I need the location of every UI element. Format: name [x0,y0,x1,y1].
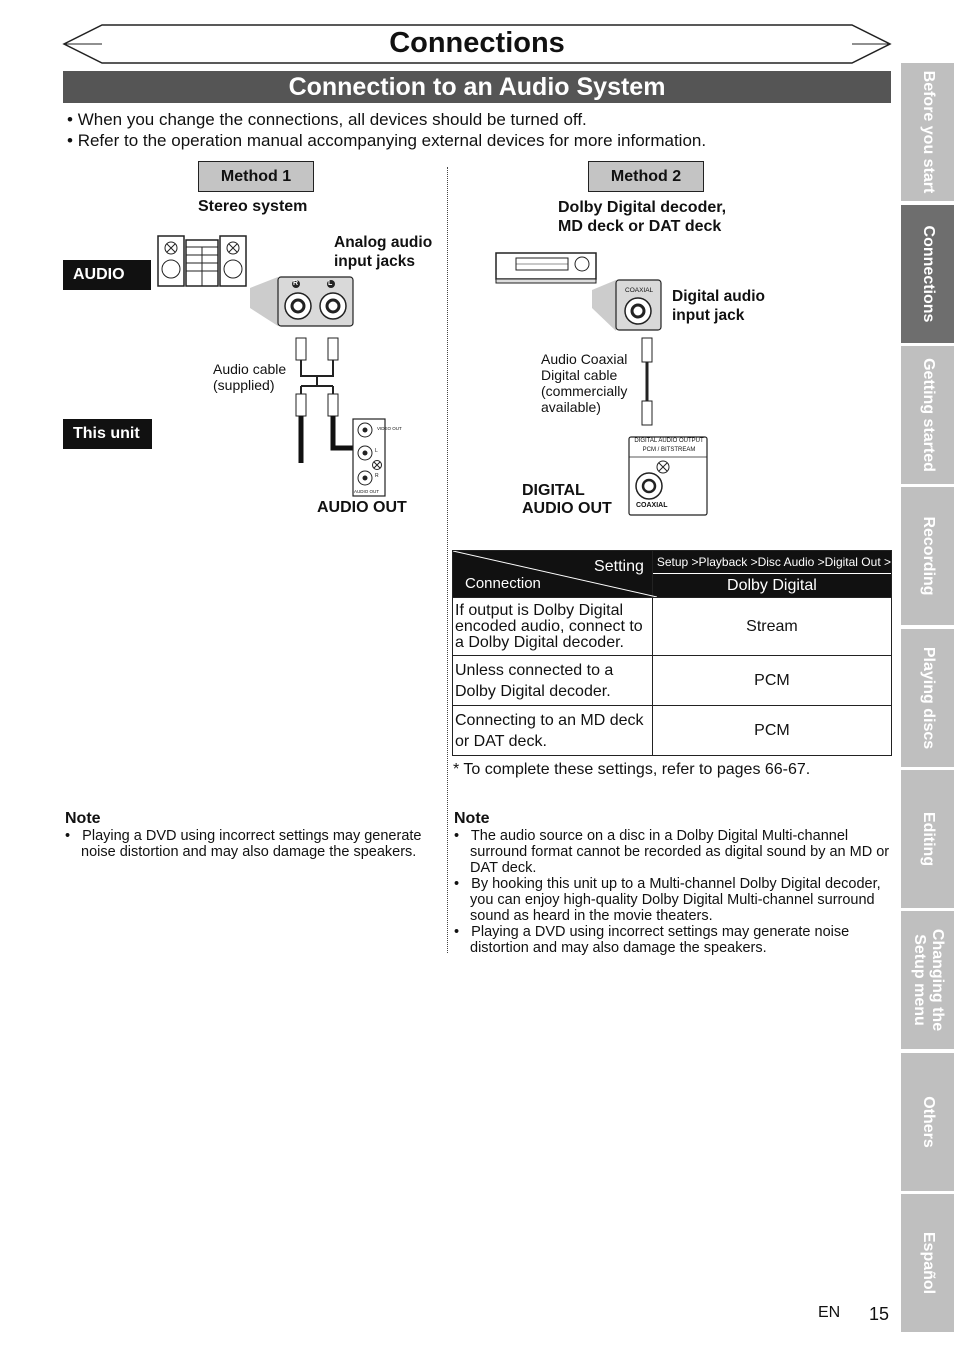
menu-path: Setup >Playback >Disc Audio >Digital Out… [652,551,891,574]
jack-l-label: L [328,280,333,287]
language-label: EN [818,1304,841,1321]
note-title: Note [65,810,101,827]
unit-audio-out-panel [352,418,386,497]
tab-editing[interactable]: Editing [901,770,954,908]
audio-out-small-label: AUDIO OUT [354,489,380,494]
port-r-label: R [375,473,379,479]
bullet-item: • Refer to the operation manual accompan… [67,131,707,150]
intro-bullets: • When you change the connections, all d… [63,109,893,151]
audio-out-label: AUDIO OUT [317,499,407,516]
page-title: Connections [389,27,565,59]
note-left: Note • Playing a DVD using incorrect set… [65,810,425,860]
note-item: • Playing a DVD using incorrect settings… [454,924,850,956]
bullet-item: • When you change the connections, all d… [67,110,587,129]
tab-espanol[interactable]: Español [901,1194,954,1332]
table-footnote: * To complete these settings, refer to p… [453,761,811,778]
decoder-device-icon [495,252,597,284]
tab-recording[interactable]: Recording [901,487,954,625]
decoder-label: Dolby Digital decoder,MD deck or DAT dec… [558,199,727,235]
settings-table: Setting Connection Setup >Playback >Disc… [452,550,893,756]
method-2-label: Method 2 [588,161,704,192]
tab-getting-started[interactable]: Getting started [901,346,954,484]
audio-label: AUDIO [63,260,151,290]
section-title: Connection to an Audio System [63,71,891,103]
analog-connection-diagram [250,276,358,463]
coaxial-port-label: COAXIAL [636,502,668,509]
note-item: • By hooking this unit up to a Multi-cha… [454,876,881,924]
row-value: Stream [651,597,893,656]
stereo-system-icon [157,235,247,287]
note-right: Note • The audio source on a disc in a D… [454,810,890,956]
row-value: PCM [651,655,893,706]
coaxial-small-label: COAXIAL [625,287,654,294]
jack-r-label: R [293,280,299,287]
this-unit-label: This unit [63,419,152,449]
column-separator [447,167,448,953]
menu-column-header: Setup >Playback >Disc Audio >Digital Out… [651,550,893,598]
table-corner-cell: Setting Connection [452,550,657,598]
dolby-digital-header: Dolby Digital [727,577,817,594]
tab-playing-discs[interactable]: Playing discs [901,629,954,767]
tab-connections[interactable]: Connections [901,205,954,343]
note-item: • The audio source on a disc in a Dolby … [454,828,890,876]
title-banner-frame [62,24,892,64]
audio-cable-label: Audio cable(supplied) [213,361,287,393]
page-number: 15 [869,1304,890,1324]
table-header-row: Setting Connection Setup >Playback >Disc… [452,550,893,598]
note-item: • Playing a DVD using incorrect settings… [65,828,422,860]
coaxial-cable-icon [641,337,653,426]
note-title: Note [454,810,490,827]
method-1-label: Method 1 [198,161,314,192]
row-value: PCM [651,705,893,756]
setting-header: Setting [594,558,644,575]
diagonal-line [453,551,657,597]
tab-before-you-start[interactable]: Before you start [901,63,954,201]
connection-header: Connection [465,575,541,592]
stereo-system-label: Stereo system [198,198,308,215]
port-l-label: L [375,448,378,454]
video-out-small-label: VIDEO OUT [377,426,402,431]
digital-input-jack-panel [592,279,662,331]
tab-others[interactable]: Others [901,1053,954,1191]
digital-output-panel [628,436,708,516]
